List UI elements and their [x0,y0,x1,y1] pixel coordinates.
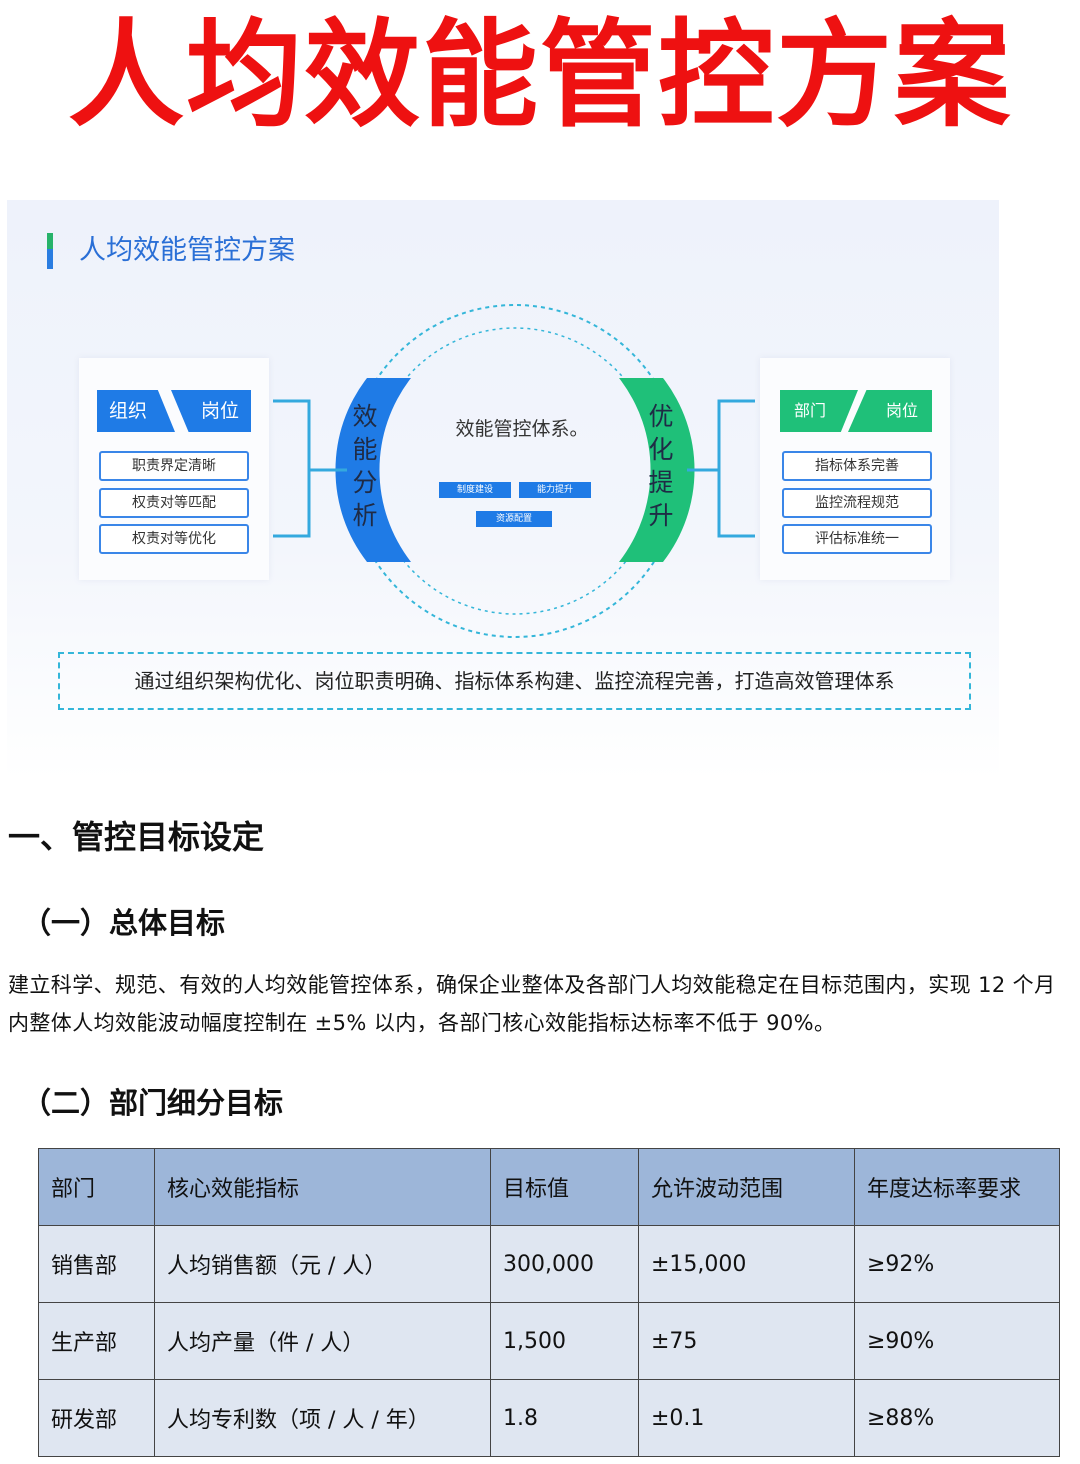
cell-range: ±75 [638,1302,855,1380]
overall-goal-paragraph: 建立科学、规范、有效的人均效能管控体系，确保企业整体及各部门人均效能稳定在目标范… [8,973,1056,1035]
right-arc-label: 优化提升 [648,402,674,530]
cell-target: 1,500 [490,1302,639,1380]
right-arc [619,378,695,562]
table-header-row: 部门 核心效能指标 目标值 允许波动范围 年度达标率要求 [38,1148,1060,1226]
left-item: 职责界定清晰 [99,451,249,481]
cell-rate: ≥92% [854,1225,1060,1303]
left-item: 权责对等优化 [99,524,249,554]
left-card: 组织 岗位 职责界定清晰 权责对等匹配 权责对等优化 [79,358,269,580]
cell-metric: 人均专利数（项 / 人 / 年） [154,1379,491,1457]
chip-resources: 资源配置 [476,511,552,527]
tag-position: 岗位 [171,390,251,432]
cell-department: 研发部 [38,1379,155,1457]
banner-title: 人均效能管控方案 [79,235,295,266]
section-heading: 一、管控目标设定 [8,818,265,856]
center-title: 效能管控体系。 [455,418,589,440]
banner-connectors [273,304,755,638]
table-row: 研发部 人均专利数（项 / 人 / 年） 1.8 ±0.1 ≥88% [38,1379,1060,1457]
header-core-metric: 核心效能指标 [154,1148,491,1226]
header-allowed-range: 允许波动范围 [638,1148,855,1226]
cell-department: 生产部 [38,1302,155,1380]
header-target-value: 目标值 [490,1148,639,1226]
table-row: 生产部 人均产量（件 / 人） 1,500 ±75 ≥90% [38,1302,1060,1380]
cell-department: 销售部 [38,1225,155,1303]
outer-dashed-ring [348,304,682,638]
header-department: 部门 [38,1148,155,1226]
left-arc [335,378,411,562]
tag-position-right: 岗位 [848,390,932,432]
right-card: 部门 岗位 指标体系完善 监控流程规范 评估标准统一 [760,358,950,580]
cell-range: ±0.1 [638,1379,855,1457]
inner-dashed-ring [371,327,659,615]
document-title: 人均效能管控方案 [68,8,1012,143]
tag-department: 部门 [780,390,858,432]
cell-target: 300,000 [490,1225,639,1303]
chip-system-building: 制度建设 [439,482,511,498]
department-goals-table: 部门 核心效能指标 目标值 允许波动范围 年度达标率要求 销售部 人均销售额（元… [38,1148,1060,1457]
cell-metric: 人均销售额（元 / 人） [154,1225,491,1303]
left-arc-label: 效能分析 [352,402,378,530]
subsection-heading-overall: （一）总体目标 [22,906,226,940]
cell-rate: ≥90% [854,1302,1060,1380]
cell-metric: 人均产量（件 / 人） [154,1302,491,1380]
left-item: 权责对等匹配 [99,488,249,518]
cell-range: ±15,000 [638,1225,855,1303]
subsection-heading-departments: （二）部门细分目标 [22,1086,284,1120]
tag-organization: 组织 [97,390,175,432]
table-row: 销售部 人均销售额（元 / 人） 300,000 ±15,000 ≥92% [38,1225,1060,1303]
slogan-box: 通过组织架构优化、岗位职责明确、指标体系构建、监控流程完善，打造高效管理体系 [58,652,971,710]
right-bracket [687,399,755,538]
cell-rate: ≥88% [854,1379,1060,1457]
right-item: 监控流程规范 [782,488,932,518]
header-annual-rate: 年度达标率要求 [854,1148,1060,1226]
banner-accent-bar [47,233,53,269]
right-item: 评估标准统一 [782,524,932,554]
chip-capability: 能力提升 [519,482,591,498]
right-item: 指标体系完善 [782,451,932,481]
banner-figure: 人均效能管控方案 效能分析 优化提升 效能管控体系。 制度建设 能力提升 资源配… [7,200,999,780]
left-bracket [273,399,347,538]
cell-target: 1.8 [490,1379,639,1457]
